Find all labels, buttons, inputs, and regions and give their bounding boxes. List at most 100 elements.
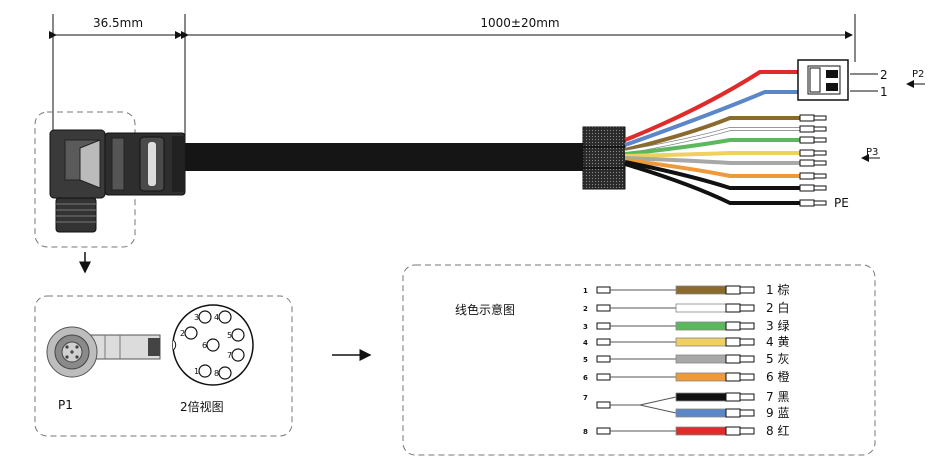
wires-to-plug <box>624 70 800 147</box>
legend-ferrule <box>596 355 611 363</box>
pe-label: PE <box>834 196 849 210</box>
pin-number: 5 <box>227 331 232 340</box>
wire-core <box>624 127 800 154</box>
legend-ferrule-tip <box>739 393 755 401</box>
wire <box>624 138 800 156</box>
legend-label: 3 绿 <box>766 318 789 333</box>
ferrule-tip <box>813 173 827 179</box>
legend-lead <box>639 396 677 406</box>
wire <box>624 158 800 178</box>
legend-ferrule-end <box>725 408 741 418</box>
legend-color-swatch <box>675 337 727 347</box>
legend-label: 6 橙 <box>766 369 789 384</box>
legend-ferrule-tip <box>739 286 755 294</box>
plug-pin-1-label: 1 <box>880 85 888 99</box>
legend-ferrule-end <box>725 392 741 402</box>
legend-label: 7 黑 <box>766 390 789 404</box>
ferrule <box>799 199 815 207</box>
legend-ferrule-tip <box>739 373 755 381</box>
legend-box <box>402 264 876 456</box>
pin-number: 4 <box>214 313 219 322</box>
ferrule <box>799 114 815 122</box>
two-pin-plug <box>797 59 878 101</box>
legend-ferrule <box>596 322 611 330</box>
pin-number: 1 <box>194 367 199 376</box>
legend-color-swatch <box>675 408 727 418</box>
pin-face-2x: 6 23 45 78 1 <box>172 304 254 386</box>
ferrule <box>799 149 815 157</box>
pin-socket <box>198 310 212 324</box>
pin-number: 7 <box>227 351 232 360</box>
legend-pin-number: 8 <box>583 428 588 436</box>
legend-ferrule-tip <box>739 322 755 330</box>
legend-label: 9 蓝 <box>766 406 789 420</box>
pin-socket <box>184 326 198 340</box>
legend-ferrule-tip <box>739 304 755 312</box>
pin-number: 2 <box>180 329 185 338</box>
ferrule <box>799 172 815 180</box>
plug-pin-2-label: 2 <box>880 68 888 82</box>
cable-jacket <box>185 143 585 171</box>
ferrule <box>799 125 815 133</box>
legend-color-swatch <box>675 372 727 382</box>
pin-socket <box>218 366 232 380</box>
legend-ferrule <box>596 373 611 381</box>
legend-pin-number: 5 <box>583 356 588 364</box>
pin-number: 8 <box>214 369 219 378</box>
legend-row: 5 5 灰 <box>583 352 789 366</box>
pin-socket <box>231 328 245 342</box>
ferrule-tip <box>813 160 827 166</box>
legend-pin-number: 7 <box>583 394 588 402</box>
legend-ferrule-end <box>725 426 741 436</box>
legend-color-swatch <box>675 303 727 313</box>
legend-pin-number: 3 <box>583 323 588 331</box>
legend-pin-number: 4 <box>583 339 588 347</box>
legend-title: 线色示意图 <box>455 302 515 317</box>
dimension-lines <box>49 14 856 140</box>
zoom-label: 2倍视图 <box>180 399 224 414</box>
wire <box>624 116 800 152</box>
pin-number: 6 <box>202 341 207 350</box>
ferrule <box>799 159 815 167</box>
legend-color-swatch <box>675 426 727 436</box>
braided-sleeve <box>582 126 626 190</box>
legend-color-swatch <box>675 354 727 364</box>
pin-socket <box>231 348 245 362</box>
pin-socket <box>206 338 220 352</box>
ferrule-tip <box>813 126 827 132</box>
legend-ferrule-tip <box>739 409 755 417</box>
ferrule-tip <box>813 150 827 156</box>
ferrule-tip <box>813 185 827 191</box>
legend-row: 9 蓝 <box>610 404 789 420</box>
ferrule <box>799 184 815 192</box>
ferrule <box>799 136 815 144</box>
pin-number: 3 <box>194 313 199 322</box>
legend-pin-number: 2 <box>583 305 588 313</box>
legend-label: 4 黄 <box>766 335 789 349</box>
legend-ferrule-tip <box>739 338 755 346</box>
pin-socket <box>218 310 232 324</box>
legend-ferrule <box>596 286 611 294</box>
wire <box>624 151 800 158</box>
legend-lead <box>639 404 677 414</box>
ferrule-wire-group <box>624 114 827 207</box>
legend-row: 4 4 黄 <box>583 335 789 349</box>
legend-color-swatch <box>675 321 727 331</box>
legend-ferrule-end <box>725 321 741 331</box>
legend-ferrule-end <box>725 337 741 347</box>
legend-ferrule-end <box>725 354 741 364</box>
legend-ferrule <box>596 338 611 346</box>
label-p3: P3 <box>866 147 878 158</box>
legend-pin-number: 6 <box>583 374 588 382</box>
ferrule-tip <box>813 115 827 121</box>
legend-ferrule-tip <box>739 355 755 363</box>
legend-row: 6 6 橙 <box>583 369 789 384</box>
pin-socket <box>198 364 212 378</box>
legend-label: 5 灰 <box>766 352 789 366</box>
label-p2: P2 <box>912 69 924 80</box>
legend-row: 3 3 绿 <box>583 318 789 333</box>
angled-connector <box>49 129 186 233</box>
